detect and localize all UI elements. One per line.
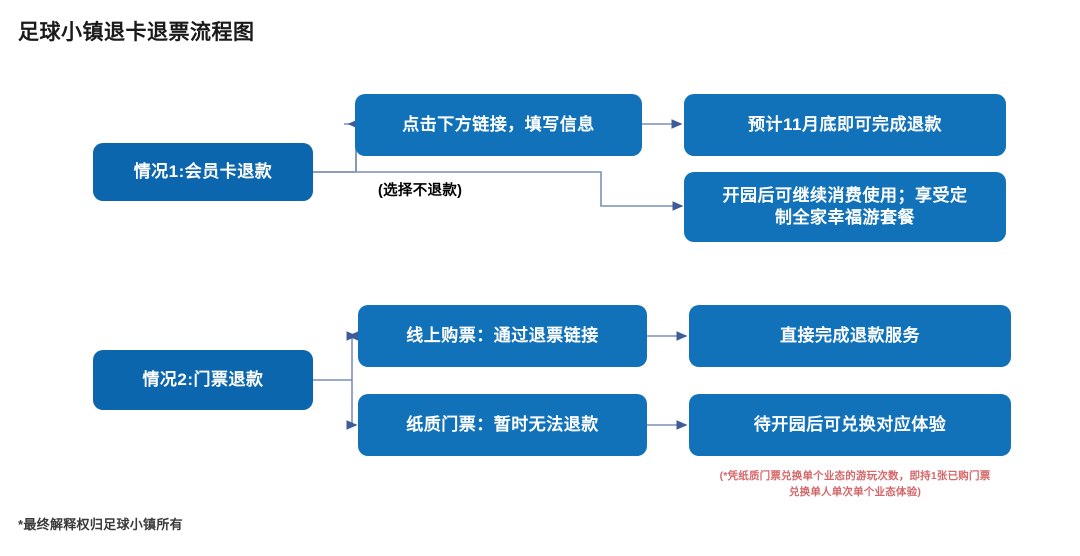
node-case1-result2[interactable]: 开园后可继续消费使用；享受定 制全家幸福游套餐	[684, 172, 1006, 242]
node-case1-label: 情况1:会员卡退款	[133, 161, 273, 181]
footnote-disclaimer: *最终解释权归足球小镇所有	[18, 517, 183, 532]
page-title: 足球小镇退卡退票流程图	[18, 21, 255, 44]
footnote-paper-ticket-line2: 兑换单人单次单个业态体验)	[788, 486, 922, 499]
node-case2-result1-label: 直接完成退款服务	[780, 325, 920, 345]
edge-case1-to-step1	[312, 119, 359, 173]
node-case2[interactable]: 情况2:门票退款	[93, 350, 313, 410]
node-case1-step1[interactable]: 点击下方链接，填写信息	[355, 94, 642, 156]
node-case1-result1-label: 预计11月底即可完成退款	[748, 114, 942, 134]
node-case1-result1[interactable]: 预计11月底即可完成退款	[684, 94, 1006, 156]
node-case2-result2[interactable]: 待开园后可兑换对应体验	[689, 394, 1011, 456]
node-case1-result2-line1: 开园后可继续消费使用；享受定	[722, 185, 968, 205]
node-case2-step2[interactable]: 纸质门票：暂时无法退款	[358, 394, 647, 456]
edge-case1-to-result2	[312, 171, 684, 211]
footnote-paper-ticket: (*凭纸质门票兑换单个业态的游玩次数，即持1张已购门票 兑换单人单次单个业态体验…	[690, 468, 1020, 501]
node-case2-step1[interactable]: 线上购票：通过退票链接	[358, 305, 647, 367]
node-case2-step2-label: 纸质门票：暂时无法退款	[406, 414, 599, 434]
node-case2-step1-label: 线上购票：通过退票链接	[406, 325, 599, 345]
node-case1-result2-line2: 制全家幸福游套餐	[775, 208, 915, 227]
node-case2-result2-label: 待开园后可兑换对应体验	[753, 414, 947, 434]
node-case1[interactable]: 情况1:会员卡退款	[93, 143, 313, 201]
node-case2-result1[interactable]: 直接完成退款服务	[689, 305, 1011, 367]
footnote-paper-ticket-line1: (*凭纸质门票兑换单个业态的游玩次数，即持1张已购门票	[719, 470, 991, 482]
edge-case2-split	[312, 331, 359, 425]
edge-label-no-refund: (选择不退款)	[378, 183, 463, 199]
node-case1-step1-label: 点击下方链接，填写信息	[402, 114, 595, 134]
node-case2-label: 情况2:门票退款	[142, 369, 264, 389]
